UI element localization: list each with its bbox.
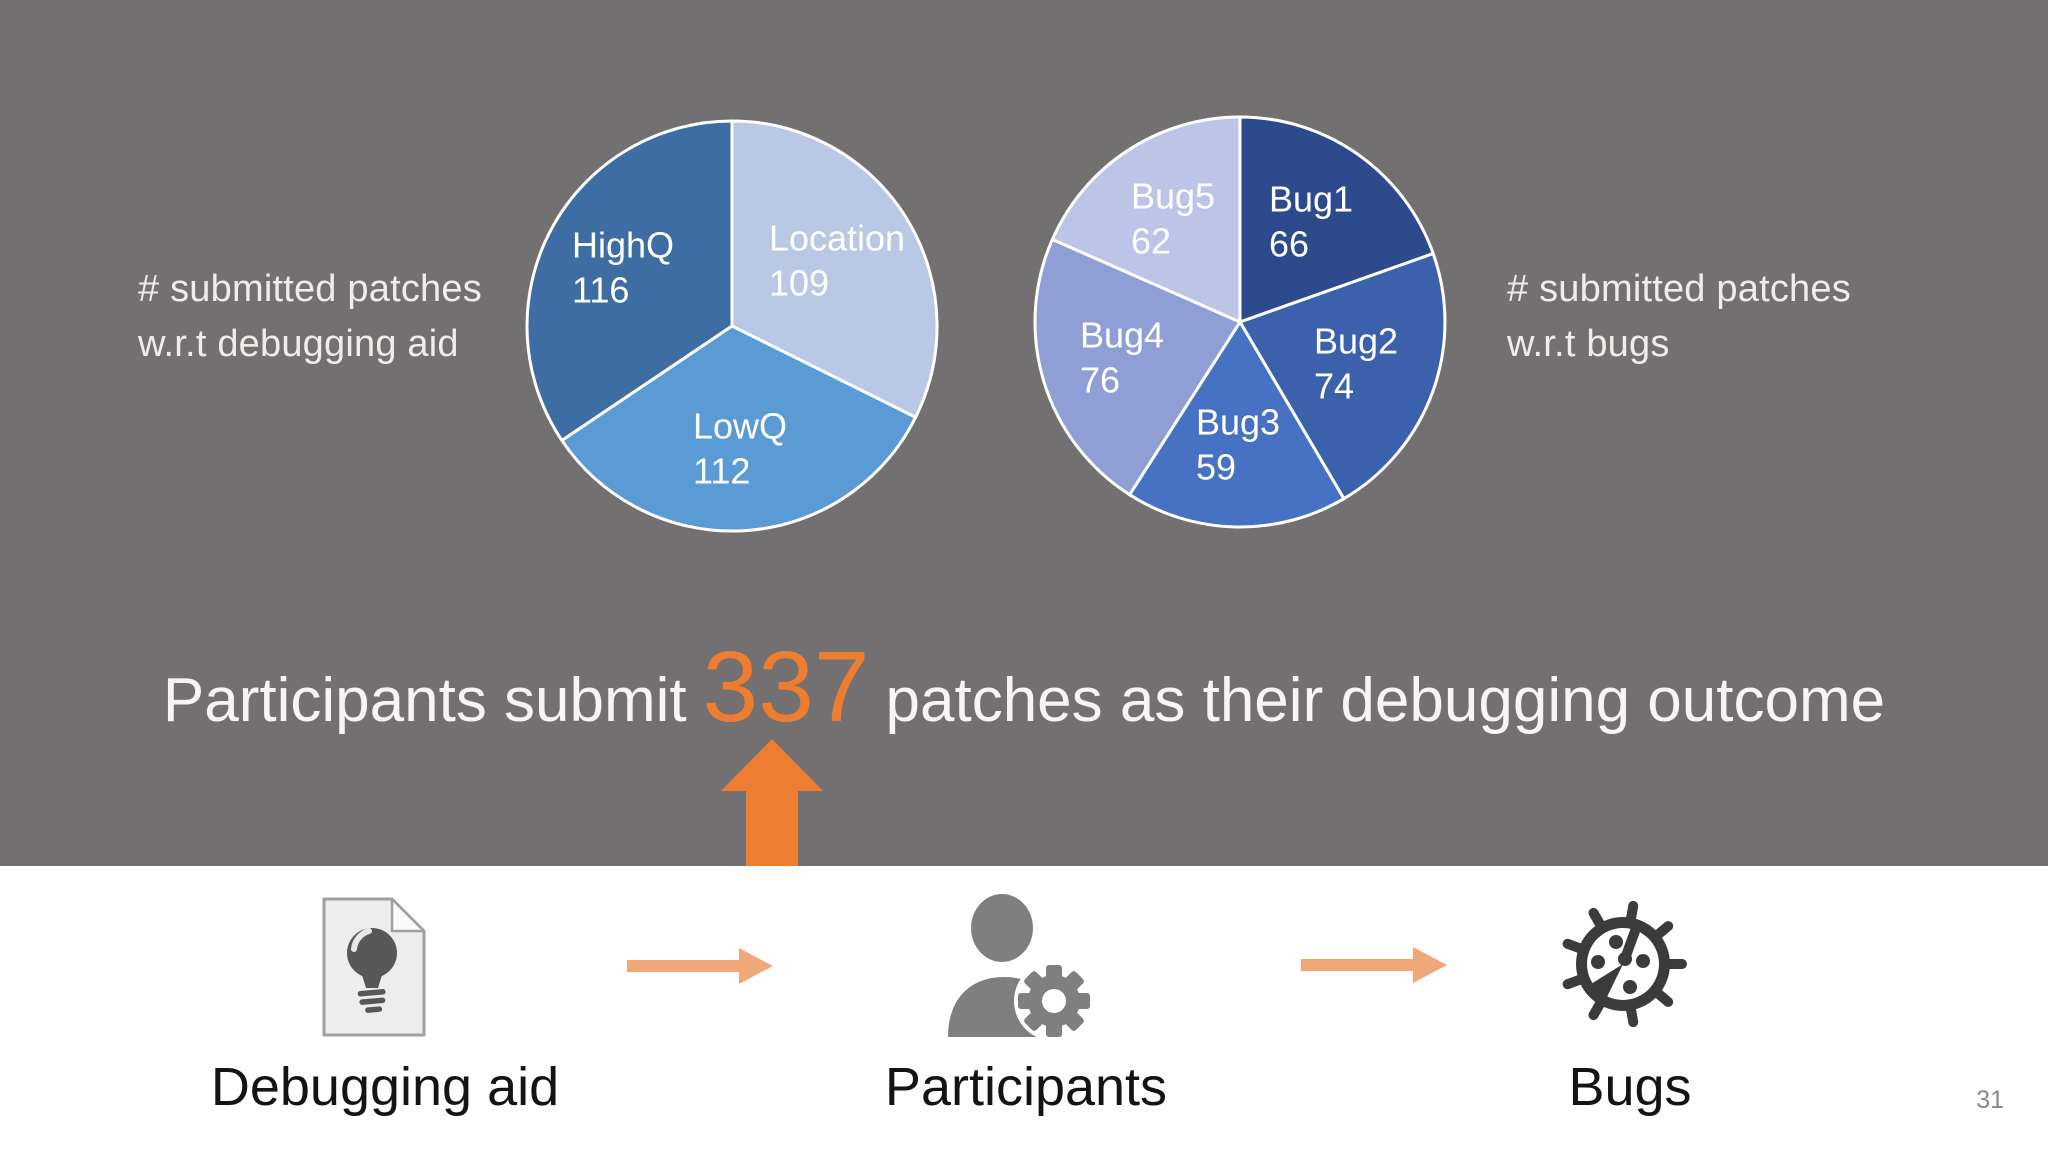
pie-slice-Bug5 <box>1050 115 1242 324</box>
headline-suffix: patches as their debugging outcome <box>885 666 1886 735</box>
headline: Participants submit 337 patches as their… <box>0 630 2048 745</box>
right-pie-caption: # submitted patches w.r.t bugs <box>1507 262 1851 372</box>
right-pie-caption-line1: # submitted patches <box>1507 268 1851 310</box>
pie-slice-Bug4 <box>1033 237 1242 497</box>
pie-slice-Bug2 <box>1238 252 1447 501</box>
page-number: 31 <box>1976 1086 2004 1114</box>
person-gear-icon <box>948 894 1094 1037</box>
lightbulb-document-icon <box>322 897 426 1037</box>
pie-slice-Bug1 <box>1238 115 1435 324</box>
up-arrow-icon <box>721 739 823 866</box>
pie-slice-HighQ <box>525 119 734 442</box>
flow-arrow-icon <box>1301 947 1447 983</box>
pie-slice-LowQ <box>560 324 918 533</box>
bug-icon <box>1562 900 1687 1028</box>
pie-slice-Location <box>730 119 939 419</box>
flow-step-label-bugs: Bugs <box>1568 1057 1692 1117</box>
flow-arrow-icon <box>627 948 773 984</box>
left-pie-caption: # submitted patches w.r.t debugging aid <box>138 262 482 372</box>
left-pie-caption-line1: # submitted patches <box>138 268 482 310</box>
flow-step-label-debugging-aid: Debugging aid <box>210 1057 560 1117</box>
left-pie-caption-line2: w.r.t debugging aid <box>138 323 459 366</box>
pie-svg <box>525 119 939 533</box>
headline-number: 337 <box>702 631 870 743</box>
flow-step-label-participants: Participants <box>884 1057 1168 1117</box>
right-pie-caption-line2: w.r.t bugs <box>1507 323 1670 366</box>
pie-svg <box>1033 115 1447 529</box>
pie-slice-Bug3 <box>1128 320 1346 529</box>
headline-prefix: Participants submit <box>162 666 687 735</box>
